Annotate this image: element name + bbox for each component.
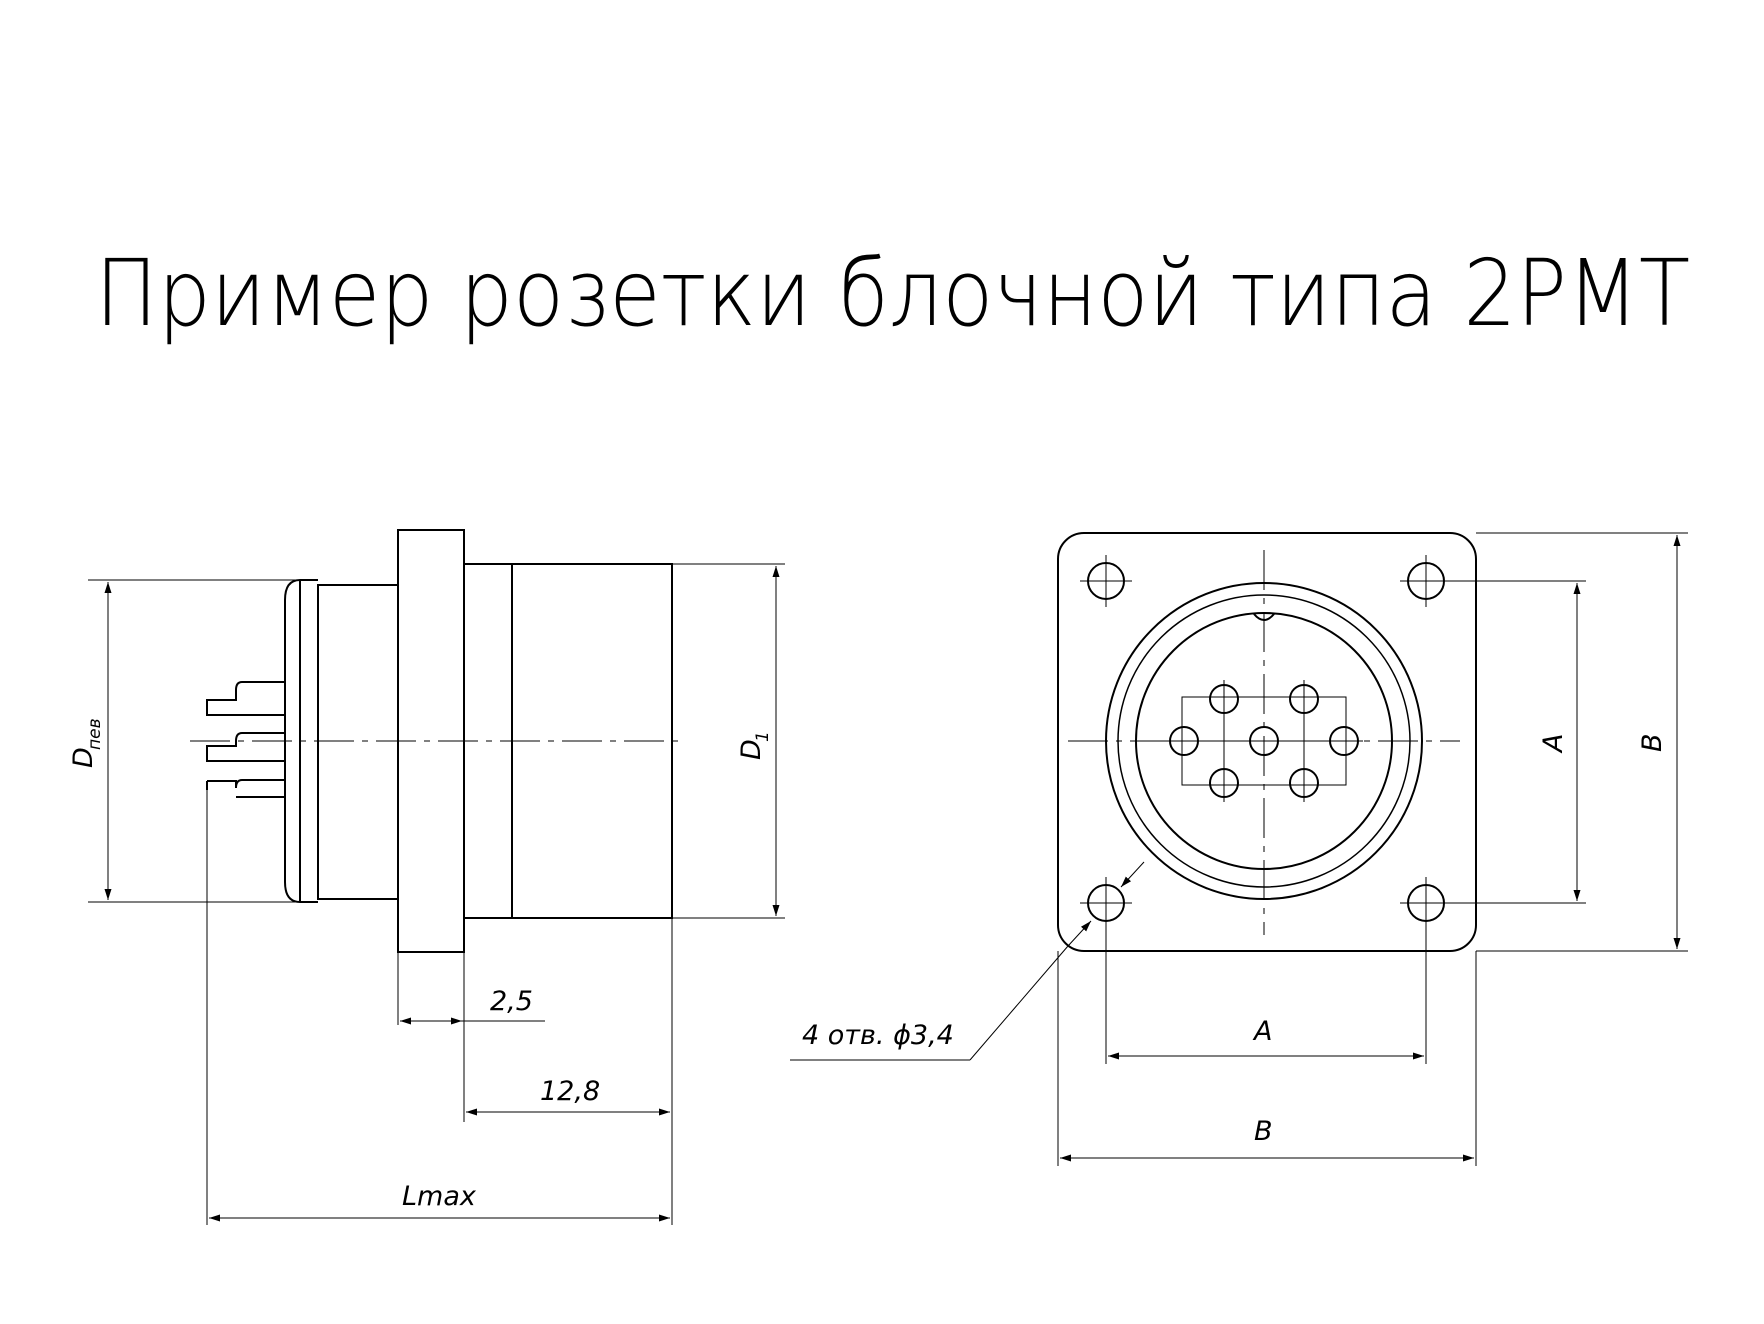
side-view	[88, 529, 785, 1225]
hole-arrow-upper	[1120, 861, 1145, 888]
label-d-pev-main: D	[68, 747, 99, 768]
label-a-vertical-group: A	[1538, 734, 1569, 754]
label-d1-main: D	[736, 739, 767, 760]
drawing-title: Пример розетки блочной типа 2РМТ	[95, 240, 1690, 347]
rear-body	[317, 584, 399, 900]
label-lmax: Lmax	[402, 1181, 477, 1212]
label-b-vertical-group: B	[1637, 733, 1668, 752]
label-2-5: 2,5	[490, 986, 533, 1017]
label-b-vertical: B	[1637, 733, 1668, 752]
label-d1: D 1	[736, 731, 773, 760]
front-view	[790, 532, 1688, 1166]
terminal-pins	[206, 681, 285, 798]
label-d1-sub: 1	[753, 731, 773, 742]
hole-arrow-lower	[1067, 920, 1092, 947]
label-12-8: 12,8	[540, 1076, 600, 1107]
label-a-vertical: A	[1538, 734, 1569, 754]
label-d-pev-sub: пев	[85, 718, 105, 750]
label-holes-note: 4 отв. ϕ3,4	[802, 1020, 954, 1051]
square-flange	[1057, 532, 1477, 952]
label-d-pev: D пев	[68, 718, 105, 768]
label-b-horizontal: B	[1254, 1116, 1273, 1147]
hole-leader	[969, 945, 1069, 1061]
label-a-horizontal: A	[1252, 1016, 1272, 1047]
